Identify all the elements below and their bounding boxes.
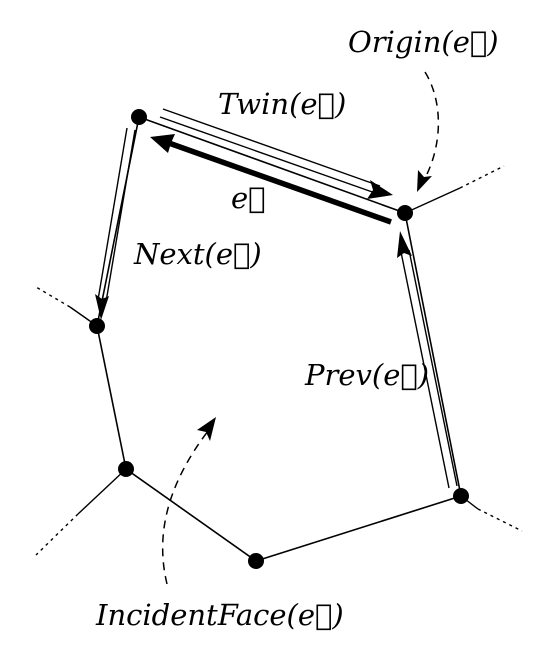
edge-right <box>404 212 462 497</box>
incident-face-dashed-curve <box>161 430 209 585</box>
next-arrowhead <box>95 294 109 320</box>
outer-edges <box>69 187 479 515</box>
label-edge: e⃗ <box>231 181 266 215</box>
origin-pointer <box>417 71 440 192</box>
next-line-outer <box>97 127 128 301</box>
twin-half-edge <box>159 108 393 199</box>
label-next: Next(e⃗) <box>133 237 262 271</box>
prev-half-edge <box>397 231 458 489</box>
edge-left-upper <box>96 116 140 327</box>
vertex-top-left <box>131 109 147 125</box>
prev-arrowhead <box>397 231 412 258</box>
prev-line-outer <box>400 251 450 489</box>
label-incident-face: IncidentFace(e⃗) <box>95 598 344 632</box>
vertex-left <box>89 318 105 334</box>
vertex-origin <box>397 205 413 221</box>
origin-dashed-curve <box>423 71 440 181</box>
next-line-inner <box>105 129 136 303</box>
outer-edges-dotted <box>35 165 523 556</box>
vertex-bottom-left <box>118 461 134 477</box>
dotted-bottom-left <box>35 513 79 556</box>
edge-bottom-left <box>125 468 257 562</box>
label-prev: Prev(e⃗) <box>304 358 429 392</box>
label-twin: Twin(e⃗) <box>218 87 346 121</box>
label-origin: Origin(e⃗) <box>348 25 499 59</box>
vertex-bottom <box>248 553 264 569</box>
twin-line-inner <box>159 116 379 195</box>
edge-top <box>138 116 406 214</box>
edge-bottom-right <box>255 495 462 562</box>
prev-line-inner <box>408 249 458 487</box>
vertices <box>89 109 469 569</box>
half-edge-e <box>150 134 392 225</box>
outer-edge-bottom-left <box>77 468 127 515</box>
incident-face-pointer <box>161 417 216 585</box>
dotted-bottom-right <box>477 508 523 532</box>
next-half-edge <box>95 127 136 320</box>
face-boundary <box>96 116 462 562</box>
vertex-right <box>453 488 469 504</box>
incident-face-arrowhead <box>197 417 216 441</box>
half-edge-e-line <box>165 139 392 225</box>
half-edge-e-arrowhead <box>150 134 175 153</box>
origin-arrowhead <box>417 170 432 192</box>
dotted-left <box>35 286 71 308</box>
dotted-top-right <box>459 165 505 189</box>
twin-arrowhead <box>367 180 393 199</box>
edge-left-lower <box>96 325 127 470</box>
twin-line-outer <box>162 108 381 187</box>
outer-edge-top-right <box>404 187 461 214</box>
